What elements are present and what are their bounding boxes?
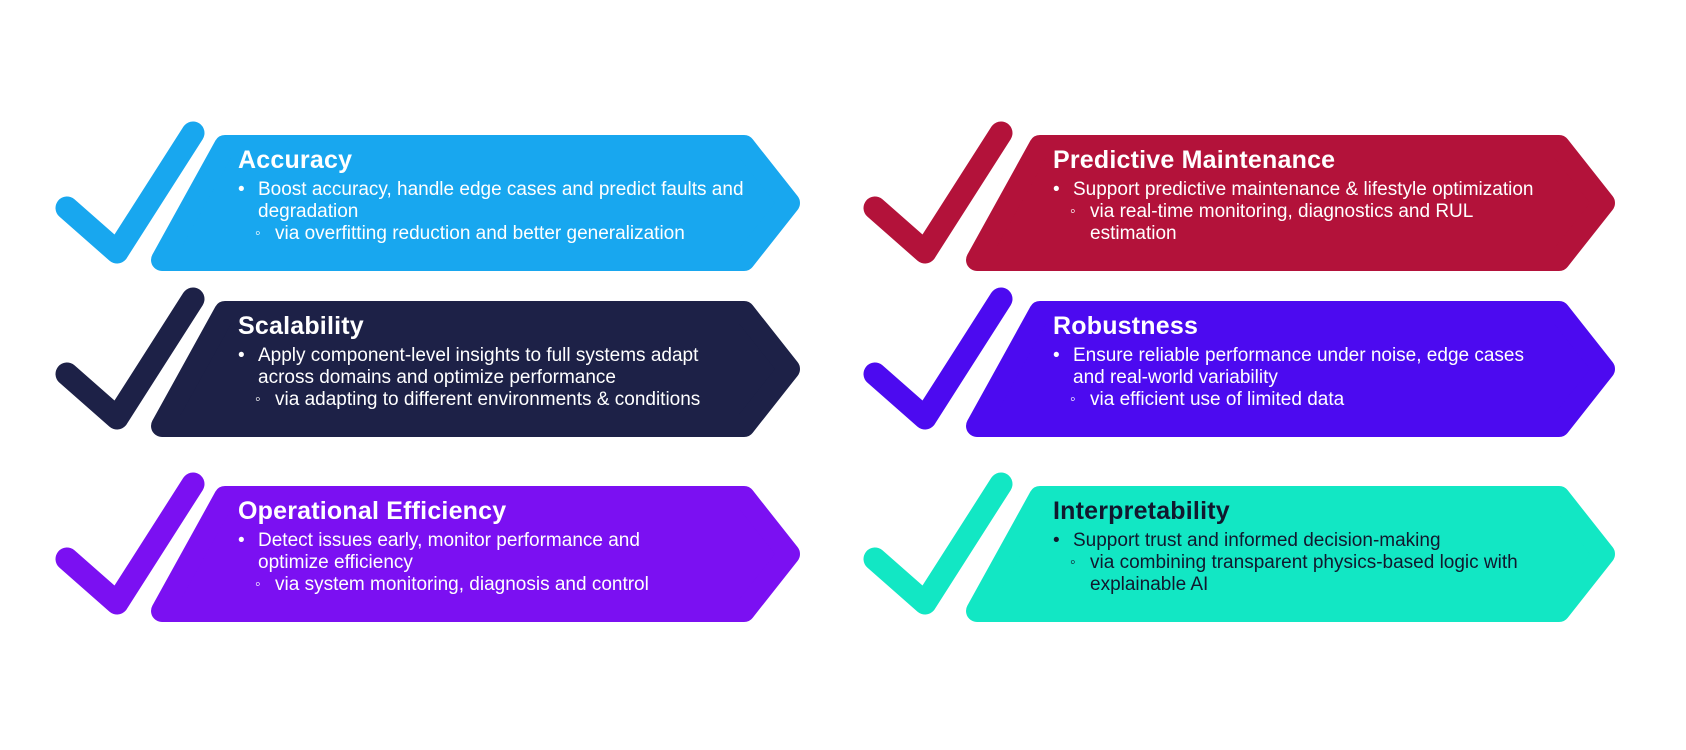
banner-content: Scalability • Apply component-level insig…	[238, 311, 796, 411]
sub-bullet-text: via efficient use of limited data	[1090, 389, 1345, 410]
sub-bullet-marker: ◦	[255, 225, 261, 242]
feature-banner-accuracy: Accuracy • Boost accuracy, handle edge ca…	[55, 121, 806, 271]
sub-bullet-marker: ◦	[255, 576, 261, 593]
banner-content: Operational Efficiency • Detect issues ea…	[238, 496, 796, 596]
bullet-text: Support predictive maintenance & lifesty…	[1073, 179, 1534, 200]
bullet-text: Ensure reliable performance under noise,…	[1073, 345, 1524, 388]
bullet-marker: •	[238, 530, 245, 551]
bullet-text: Detect issues early, monitor performance…	[258, 530, 640, 573]
banner-content: Predictive Maintenance • Support predicti…	[1053, 145, 1611, 245]
banner-content: Robustness • Ensure reliable performance …	[1053, 311, 1611, 411]
banner-title: Scalability	[238, 312, 364, 340]
banner-bullet: • Apply component-level insights to full …	[238, 345, 753, 389]
arrow-banner-shape	[151, 486, 800, 622]
banner-content: Interpretability • Support trust and info…	[1053, 496, 1611, 596]
banner-sub-bullet: ◦ via efficient use of limited data	[1070, 389, 1611, 411]
feature-banner-predictive-maintenance: Predictive Maintenance • Support predicti…	[863, 121, 1621, 271]
feature-banner-operational-efficiency: Operational Efficiency • Detect issues ea…	[55, 472, 806, 622]
banner-bullet: • Ensure reliable performance under noise…	[1053, 345, 1543, 389]
banner-bullet: • Boost accuracy, handle edge cases and p…	[238, 179, 778, 223]
banner-sub-bullet: ◦ via real-time monitoring, diagnostics a…	[1070, 201, 1540, 245]
sub-bullet-text: via real-time monitoring, diagnostics an…	[1090, 201, 1473, 244]
bullet-marker: •	[238, 179, 245, 200]
checkmark-icon	[55, 121, 205, 264]
checkmark-icon	[55, 287, 205, 430]
bullet-marker: •	[1053, 179, 1060, 200]
bullet-text: Boost accuracy, handle edge cases and pr…	[258, 179, 744, 222]
banner-sub-bullet: ◦ via adapting to different environments …	[255, 389, 796, 411]
banner-title: Accuracy	[238, 146, 353, 174]
sub-bullet-text: via system monitoring, diagnosis and con…	[275, 574, 649, 595]
banner-title: Operational Efficiency	[238, 497, 507, 525]
sub-bullet-marker: ◦	[1070, 391, 1076, 408]
bullet-marker: •	[238, 345, 245, 366]
feature-banner-robustness: Robustness • Ensure reliable performance …	[863, 287, 1621, 437]
banner-sub-bullet: ◦ via combining transparent physics-based…	[1070, 552, 1611, 596]
banner-title: Predictive Maintenance	[1053, 146, 1336, 174]
banner-title: Interpretability	[1053, 497, 1230, 525]
sub-bullet-marker: ◦	[255, 391, 261, 408]
sub-bullet-text: via combining transparent physics-based …	[1090, 552, 1518, 595]
banner-sub-bullet: ◦ via system monitoring, diagnosis and co…	[255, 574, 796, 596]
banner-bullet: • Detect issues early, monitor performanc…	[238, 530, 688, 574]
banner-bullet: • Support trust and informed decision-mak…	[1053, 530, 1611, 552]
sub-bullet-marker: ◦	[1070, 203, 1076, 220]
arrow-banner-shape	[151, 301, 800, 437]
banner-content: Accuracy • Boost accuracy, handle edge ca…	[238, 145, 796, 245]
feature-banner-interpretability: Interpretability • Support trust and info…	[863, 472, 1621, 622]
arrow-banner-shape	[966, 135, 1615, 271]
bullet-text: Apply component-level insights to full s…	[258, 345, 699, 388]
banner-title: Robustness	[1053, 312, 1199, 340]
arrow-banner-shape	[151, 135, 800, 271]
sub-bullet-text: via overfitting reduction and better gen…	[275, 223, 685, 244]
bullet-marker: •	[1053, 530, 1060, 551]
banner-sub-bullet: ◦ via overfitting reduction and better ge…	[255, 223, 796, 245]
sub-bullet-marker: ◦	[1070, 554, 1076, 571]
checkmark-icon	[863, 287, 1013, 430]
checkmark-icon	[863, 472, 1013, 615]
feature-banner-scalability: Scalability • Apply component-level insig…	[55, 287, 806, 437]
checkmark-icon	[863, 121, 1013, 264]
sub-bullet-text: via adapting to different environments &…	[275, 389, 701, 410]
arrow-banner-shape	[966, 486, 1615, 622]
checkmark-icon	[55, 472, 205, 615]
arrow-banner-shape	[966, 301, 1615, 437]
bullet-text: Support trust and informed decision-maki…	[1073, 530, 1441, 551]
banner-bullet: • Support predictive maintenance & lifest…	[1053, 179, 1611, 201]
bullet-marker: •	[1053, 345, 1060, 366]
